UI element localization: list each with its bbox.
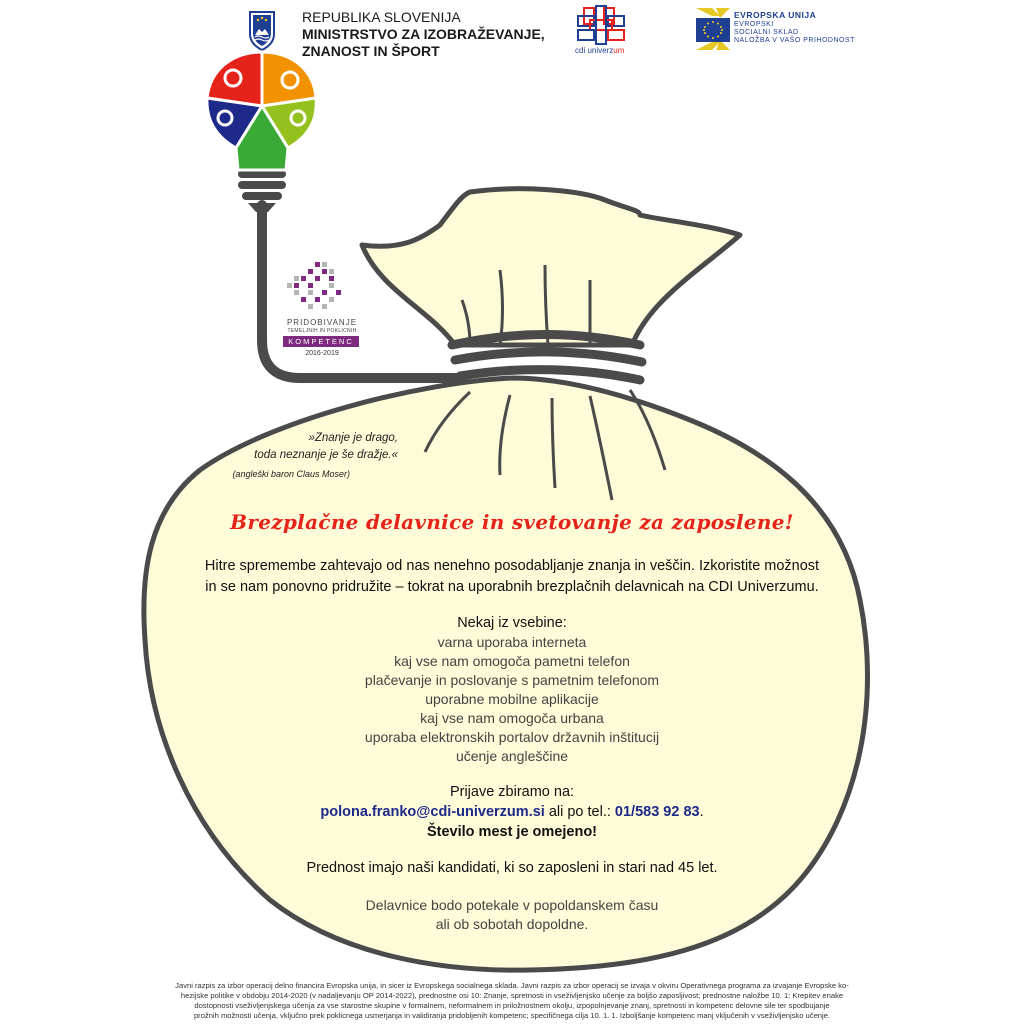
footer-line-4: prožnih možnosti učenja, vključno prek p… <box>193 1011 831 1020</box>
cdi-univerzum-logo-icon <box>577 5 625 45</box>
eu-logo-text: EVROPSKA UNIJA EVROPSKI SOCIALNI SKLAD N… <box>734 10 855 45</box>
money-bag-illustration <box>141 186 870 973</box>
priority-notice: Prednost imajo naši kandidati, ki so zap… <box>306 860 718 876</box>
cdi-univerzum-caption: cdi univerzum <box>575 46 624 55</box>
light-bulb-base <box>238 170 286 212</box>
contact-phone-link[interactable]: 01/583 92 83 <box>614 804 700 820</box>
funding-footer: Javni razpis za izbor operacij delno fin… <box>100 981 924 1021</box>
eu-line-1: EVROPSKA UNIJA <box>734 10 817 20</box>
headline: Brezplačne delavnice in svetovanje za za… <box>230 510 794 534</box>
kompetenc-logo-icon <box>287 262 341 309</box>
slovenia-coat-of-arms-icon <box>249 11 275 52</box>
topics-heading: Nekaj iz vsebine: <box>457 615 567 631</box>
kompetenc-badge: KOMPETENC <box>283 336 359 347</box>
limited-seats-notice: Število mest je omejeno! <box>426 824 598 840</box>
signup-info: Prijave zbiramo na: polona.franko@cdi-un… <box>200 782 824 842</box>
cdi-caption-suffix: um <box>613 46 625 55</box>
quote: »Znanje je drago, toda neznanje je še dr… <box>190 430 398 464</box>
eu-line-4: NALOŽBA V VAŠO PRIHODNOST <box>734 37 855 44</box>
footer-line-3: dostopnosti vseživljenjskega učenja za v… <box>194 1001 830 1010</box>
footer-line-2: hezijske politike v obdobju 2014-2020 (v… <box>180 991 844 1000</box>
kompetenc-years: 2016-2019 <box>305 350 339 357</box>
footer-line-1: Javni razpis za izbor operacij delno fin… <box>175 981 849 990</box>
kompetenc-line-1: PRIDOBIVANJE <box>286 318 358 327</box>
cdi-caption-prefix: cdi univerz <box>575 46 614 55</box>
ministry-name: REPUBLIKA SLOVENIJA MINISTRSTVO ZA IZOBR… <box>302 9 545 60</box>
topic-item: plačevanje in poslovanje s pametnim tele… <box>364 672 660 688</box>
quote-source: (angleški baron Claus Moser) <box>232 469 350 479</box>
topic-item: uporaba elektronskih portalov državnih i… <box>364 729 660 745</box>
eu-line-3: SOCIALNI SKLAD <box>734 29 799 36</box>
eu-esf-logo-icon <box>696 8 730 50</box>
kompetenc-line-2: TEMELJNIH IN POKLICNIH <box>287 328 357 334</box>
intro-line-1: Hitre spremembe zahtevajo od nas nenehno… <box>204 558 820 574</box>
quote-line-1: »Znanje je drago, <box>308 432 398 444</box>
topic-item: kaj vse nam omogoča urbana <box>420 710 604 726</box>
signup-contact: polona.franko@cdi-univerzum.si ali po te… <box>200 802 824 822</box>
topic-item: varna uporaba interneta <box>437 634 587 650</box>
timing-info: Delavnice bodo potekale v popoldanskem č… <box>250 896 774 934</box>
intro-line-2: in se nam ponovno pridružite – tokrat na… <box>205 579 819 595</box>
intro-text: Hitre spremembe zahtevajo od nas nenehno… <box>150 556 874 598</box>
topic-item: kaj vse nam omogoča pametni telefon <box>394 653 630 669</box>
topic-item: uporabne mobilne aplikacije <box>425 691 599 707</box>
contact-period: . <box>699 804 704 820</box>
contact-email-link[interactable]: polona.franko@cdi-univerzum.si <box>320 804 545 820</box>
phone-prefix: ali po tel.: <box>544 804 615 820</box>
ministry-line-2: MINISTRSTVO ZA IZOBRAŽEVANJE, <box>302 26 545 42</box>
eu-line-2: EVROPSKI <box>734 21 774 28</box>
bulb-cord <box>257 200 467 383</box>
timing-line-1: Delavnice bodo potekale v popoldanskem č… <box>365 897 659 913</box>
puzzle-light-bulb-icon <box>205 50 318 172</box>
ministry-line-1: REPUBLIKA SLOVENIJA <box>302 9 461 25</box>
ministry-line-3: ZNANOST IN ŠPORT <box>302 43 440 59</box>
quote-line-2: toda neznanje je še dražje.« <box>254 449 398 461</box>
timing-line-2: ali ob sobotah dopoldne. <box>435 916 589 932</box>
signup-heading: Prijave zbiramo na: <box>449 784 575 800</box>
topics-list: Nekaj iz vsebine: varna uporaba internet… <box>250 614 774 766</box>
topic-item: učenje angleščine <box>455 748 569 764</box>
